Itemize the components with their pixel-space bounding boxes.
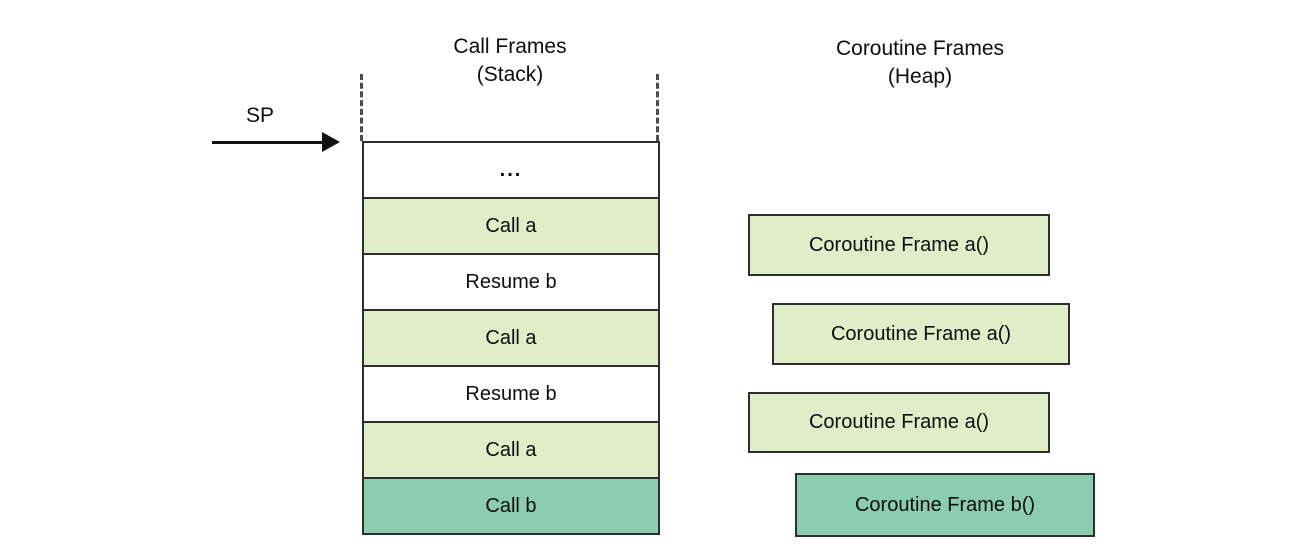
stack-row: Call a <box>364 311 658 367</box>
stack-pointer-arrow-head-icon <box>322 132 340 152</box>
stack-title-line1: Call Frames <box>453 35 567 58</box>
stack-pointer-label: SP <box>245 104 274 127</box>
stack-left-dashed-guide <box>360 74 363 141</box>
heap-title-line1: Coroutine Frames <box>835 37 1005 60</box>
coroutine-frame-box: Coroutine Frame a() <box>772 303 1070 365</box>
stack-column-title: Call Frames (Stack) <box>360 33 660 89</box>
heap-title-line2: (Heap) <box>887 65 953 88</box>
stack-row: Resume b <box>364 255 658 311</box>
call-frame-stack: ... Call a Resume b Call a Resume b Call… <box>362 141 660 535</box>
stack-row: ... <box>364 143 658 199</box>
stack-row: Call a <box>364 423 658 479</box>
coroutine-frame-box: Coroutine Frame b() <box>795 473 1095 537</box>
stack-pointer-arrow-line <box>212 141 324 144</box>
stack-title-line2: (Stack) <box>476 63 544 86</box>
stack-row: Call a <box>364 199 658 255</box>
stack-row: Call b <box>364 479 658 533</box>
coroutine-frame-box: Coroutine Frame a() <box>748 392 1050 453</box>
heap-column-title: Coroutine Frames (Heap) <box>770 35 1070 91</box>
stack-row: Resume b <box>364 367 658 423</box>
coroutine-frame-box: Coroutine Frame a() <box>748 214 1050 276</box>
stack-right-dashed-guide <box>656 74 659 141</box>
